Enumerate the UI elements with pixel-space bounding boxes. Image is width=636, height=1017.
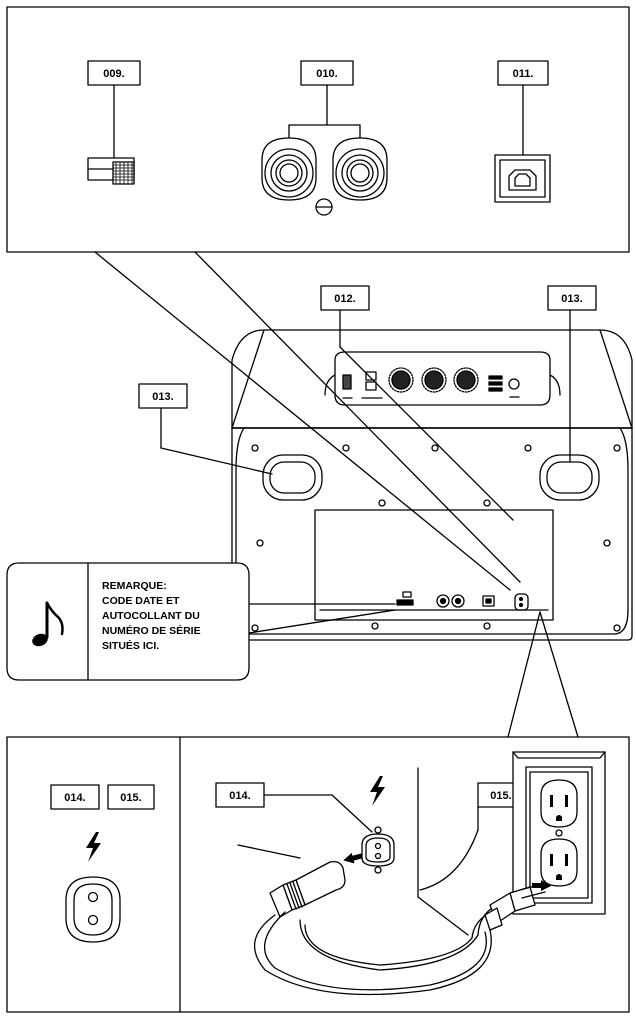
speaker-body [231,329,633,641]
callout-label-012: 012. [334,293,355,305]
switch-icon [87,157,135,185]
power-cord [253,899,519,996]
power-socket-icon [65,876,121,943]
rear-connectors [396,591,529,611]
appliance-inlet-icon [361,826,395,874]
callout-011: 011. [497,60,549,156]
panel-switches [342,371,520,399]
note-line-5: SITUÉS ICI. [102,639,159,652]
rca-jack-left-icon [261,137,317,201]
note-line-1: REMARQUE: [102,580,167,592]
note-line-3: AUTOCOLLANT DU [102,610,200,622]
note-line-2: CODE DATE ET [102,595,180,607]
callout-013-left: 013. [138,383,273,475]
arrow-icon [343,852,363,864]
body-screws [251,444,621,632]
callout-label-015-left: 015. [120,792,141,804]
usb-b-port-icon [494,154,551,203]
wall-outlet [512,751,606,915]
handle-left [262,454,323,501]
callout-label-009: 009. [103,68,124,80]
callout-label-014-left: 014. [64,792,85,804]
arrow-icon [532,880,551,891]
bottom-detail-panel: 014. 015. 014. 015. [6,736,630,1013]
callout-012: 012. [320,285,514,521]
us-plug-icon [484,883,546,931]
callout-label-015-right: 015. [490,790,511,802]
iec-plug-icon [269,860,346,918]
music-note-icon [32,601,64,647]
callout-009: 009. [87,60,141,159]
lightning-bolt-icon [86,832,101,862]
rca-jack-right-icon [332,137,388,201]
top-detail-panel: 009. 010. [6,6,630,253]
callout-label-014-right: 014. [229,790,250,802]
callout-label-013-right: 013. [561,293,582,305]
callout-010: 010. [288,60,361,141]
control-knobs [388,367,479,393]
callout-013-right: 013. [547,285,597,463]
note-line-4: NUMÉRO DE SÉRIE [102,624,201,637]
callout-label-010: 010. [316,68,337,80]
lightning-bolt-icon [370,776,385,806]
screw-icon [315,198,333,216]
callout-label-011: 011. [513,68,534,80]
serial-note-box: REMARQUE: CODE DATE ET AUTOCOLLANT DU NU… [6,562,396,681]
callout-label-013-left: 013. [152,391,173,403]
